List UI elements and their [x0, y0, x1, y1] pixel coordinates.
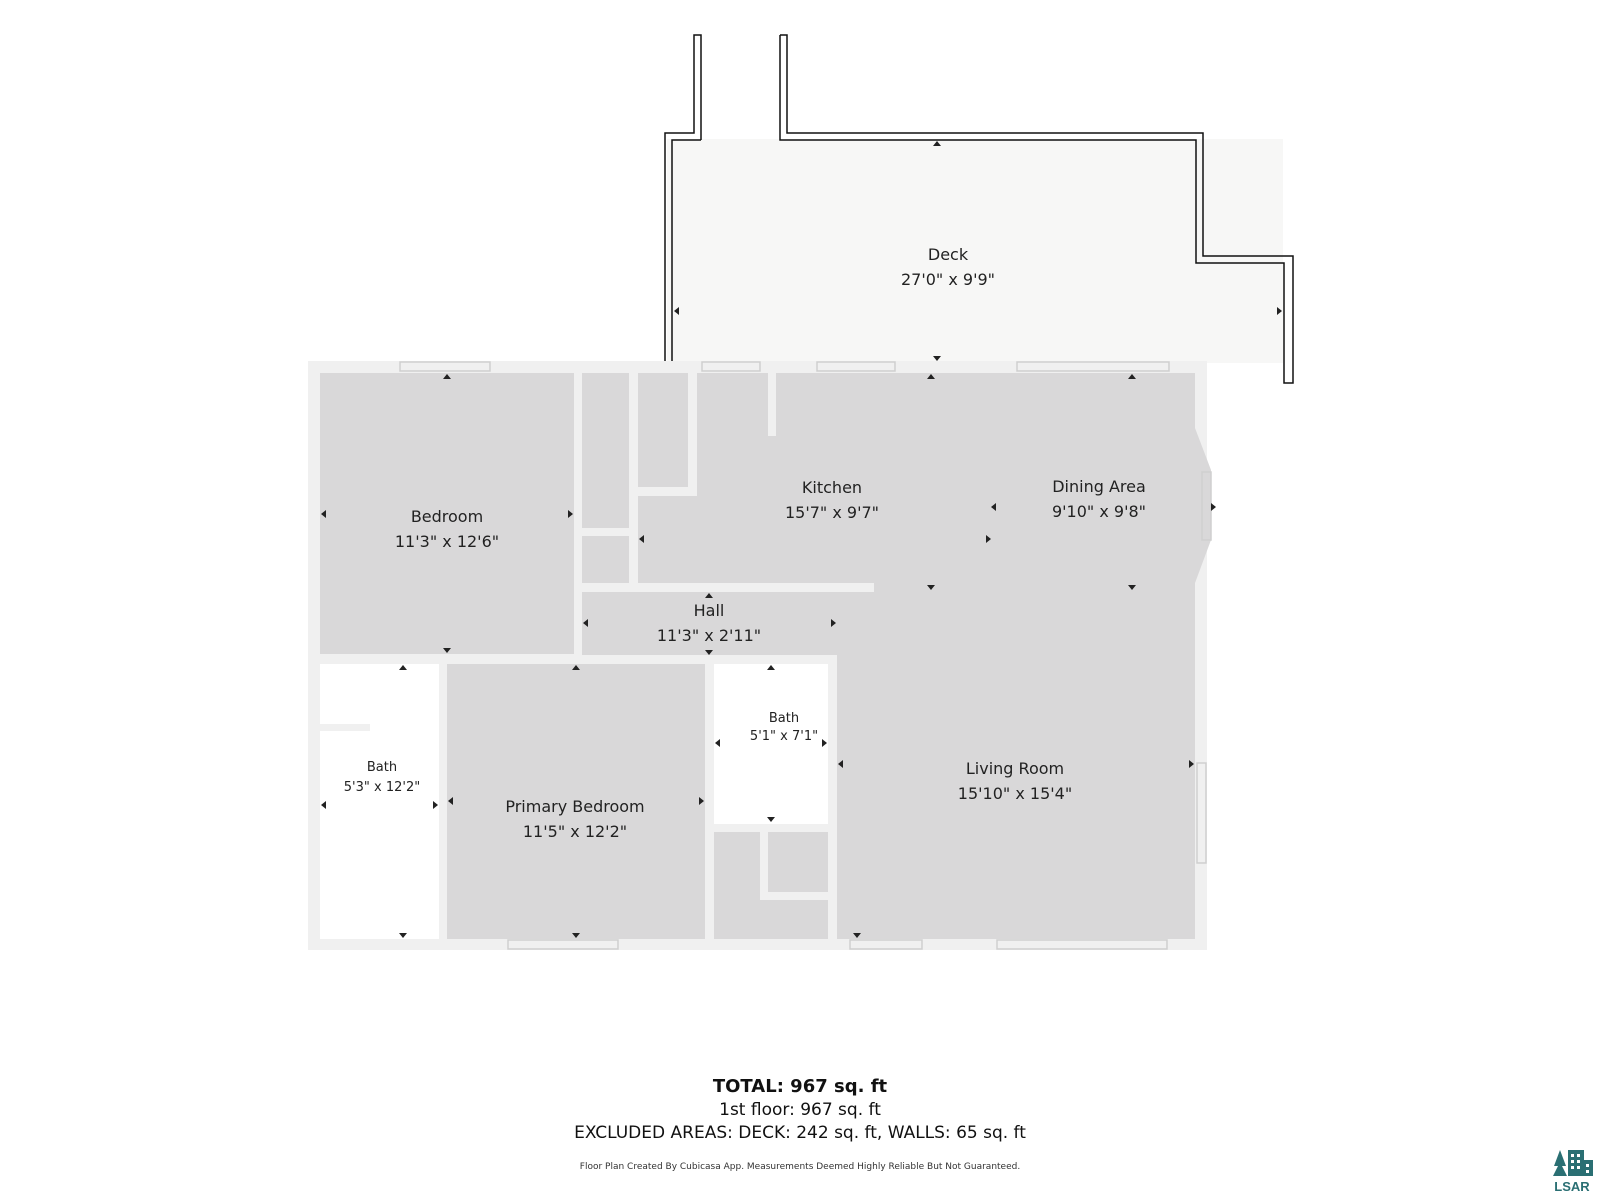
room-dims-bedroom: 11'3" x 12'6"	[395, 532, 499, 551]
total-area: TOTAL: 967 sq. ft	[712, 1076, 888, 1097]
dimension-arrows	[321, 141, 1282, 938]
room-dims-deck: 27'0" x 9'9"	[901, 270, 995, 289]
interior-wall	[760, 824, 768, 900]
logo-text: LSAR	[1554, 1179, 1590, 1194]
deck-railing	[671, 139, 701, 361]
room-dims-primary-bedroom: 11'5" x 12'2"	[523, 822, 627, 841]
bath-left-room	[320, 664, 439, 939]
interior-wall	[760, 892, 828, 900]
room-dims-dining-area: 9'10" x 9'8"	[1052, 502, 1146, 521]
room-name-living-room: Living Room	[966, 759, 1064, 778]
deck-railing	[664, 34, 702, 361]
deck-area	[667, 139, 1283, 363]
bath-center-room	[714, 664, 828, 824]
room-name-deck: Deck	[928, 245, 969, 264]
kitchen-dining-room	[582, 373, 1211, 939]
building-icon	[1568, 1150, 1584, 1176]
room-name-hall: Hall	[694, 601, 725, 620]
room-dims-bath-left: 5'3" x 12'2"	[344, 780, 420, 795]
excluded-areas: EXCLUDED AREAS: DECK: 242 sq. ft, WALLS:…	[574, 1123, 1026, 1143]
interior-wall	[320, 724, 370, 731]
room-name-bath-left: Bath	[367, 760, 397, 775]
primary-bedroom-room	[447, 664, 705, 939]
room-dims-bath-center: 5'1" x 7'1"	[750, 729, 818, 744]
pantry-room	[638, 373, 688, 487]
bedroom-room	[320, 373, 574, 654]
floor-area: 1st floor: 967 sq. ft	[719, 1100, 881, 1120]
room-name-dining-area: Dining Area	[1052, 477, 1146, 496]
disclaimer: Floor Plan Created By Cubicasa App. Meas…	[579, 1162, 1021, 1172]
room-dims-living-room: 15'10" x 15'4"	[958, 784, 1072, 803]
room-name-bath-center: Bath	[769, 711, 799, 726]
room-dims-hall: 11'3" x 2'11"	[657, 626, 761, 645]
building-icon	[1584, 1160, 1593, 1176]
tree-icon	[1553, 1150, 1567, 1176]
room-dims-kitchen: 15'7" x 9'7"	[785, 503, 879, 522]
room-name-bedroom: Bedroom	[411, 507, 483, 526]
closet-room	[582, 373, 629, 528]
room-name-primary-bedroom: Primary Bedroom	[505, 797, 644, 816]
deck-railing	[779, 34, 1294, 384]
utility-room	[714, 832, 828, 939]
room-name-kitchen: Kitchen	[802, 478, 862, 497]
lsar-logo: LSAR	[1553, 1150, 1593, 1194]
closet-room	[582, 536, 629, 583]
